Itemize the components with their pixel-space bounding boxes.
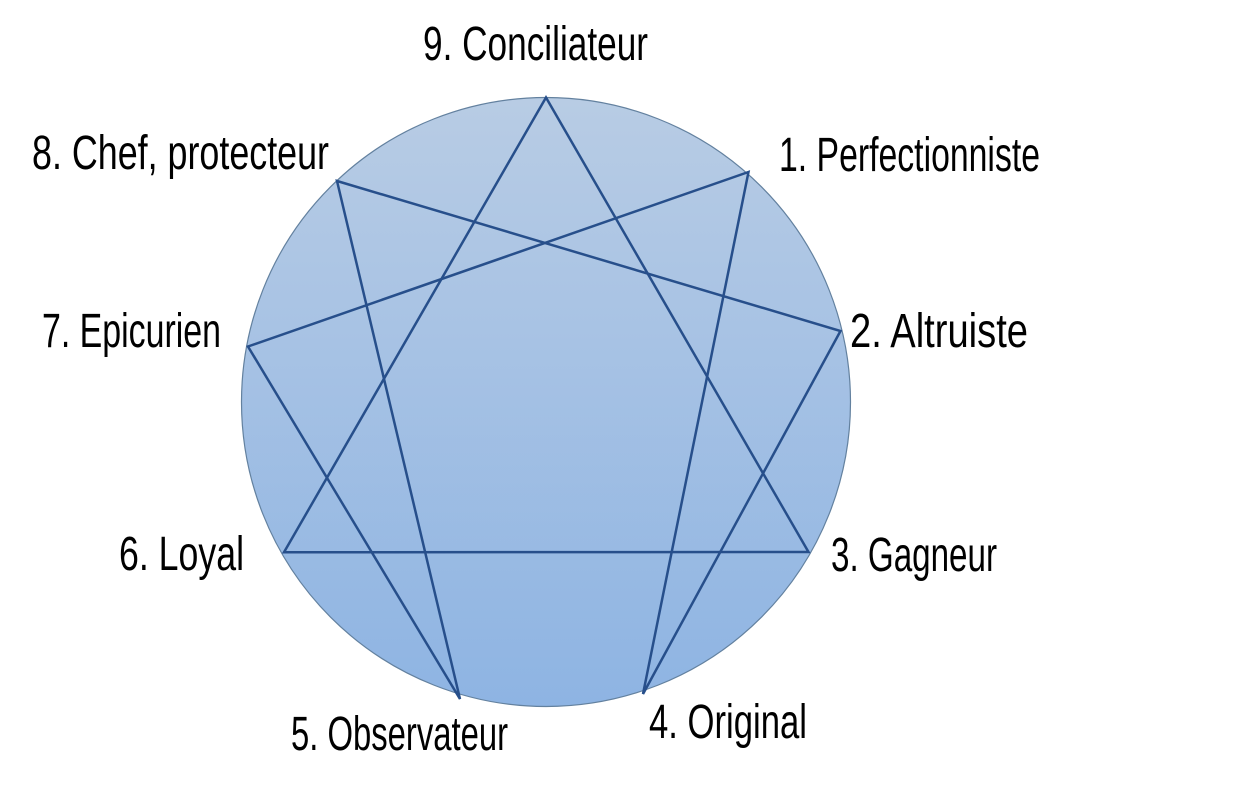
svg-text:9. Conciliateur: 9. Conciliateur bbox=[423, 18, 648, 71]
svg-text:4. Original: 4. Original bbox=[649, 696, 807, 749]
svg-text:3. Gagneur: 3. Gagneur bbox=[831, 529, 997, 582]
svg-text:8. Chef, protecteur: 8. Chef, protecteur bbox=[32, 127, 329, 180]
svg-text:7. Epicurien: 7. Epicurien bbox=[42, 305, 221, 358]
svg-text:6. Loyal: 6. Loyal bbox=[119, 528, 244, 581]
svg-text:1. Perfectionniste: 1. Perfectionniste bbox=[779, 129, 1040, 182]
svg-text:5. Observateur: 5. Observateur bbox=[291, 708, 508, 761]
svg-text:2. Altruiste: 2. Altruiste bbox=[850, 305, 1028, 358]
